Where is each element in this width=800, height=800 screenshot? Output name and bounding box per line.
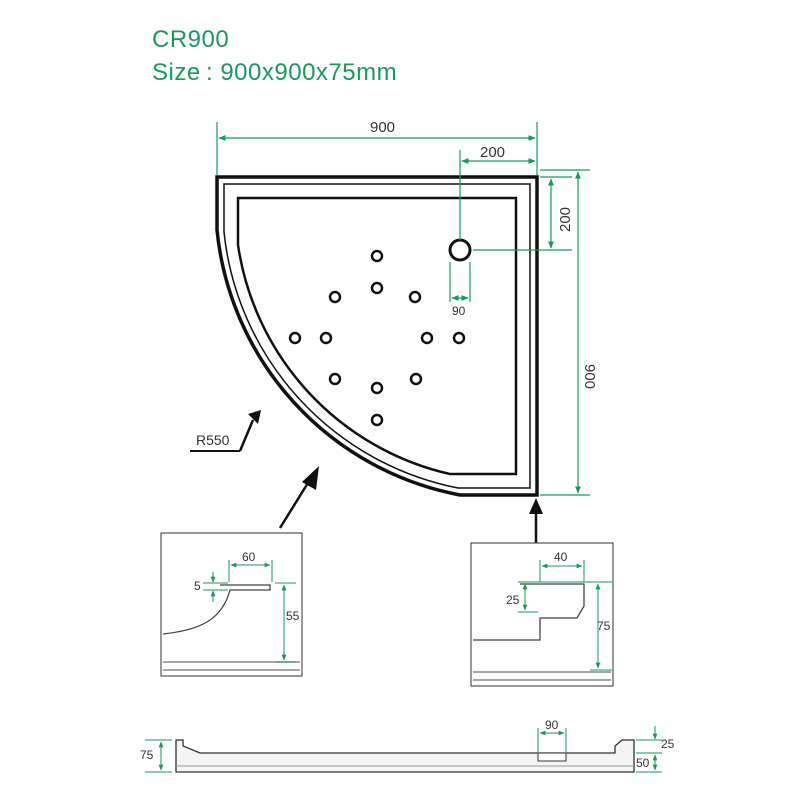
detail-width-label: 40 xyxy=(554,550,568,564)
jet-circle xyxy=(409,372,423,386)
jet-circle xyxy=(370,413,384,427)
detail-straight-edge: 40 25 75 xyxy=(470,542,614,687)
section-waste-label: 90 xyxy=(545,718,559,732)
waste-y-label: 200 xyxy=(557,207,574,232)
detail-box-frame xyxy=(160,532,303,677)
section-top-label: 25 xyxy=(661,737,675,751)
side-section-view: 75 90 25 50 xyxy=(140,718,675,773)
height-label: 900 xyxy=(581,364,598,389)
detail-width-label: 60 xyxy=(242,550,256,564)
section-outline xyxy=(175,739,635,773)
width-label: 900 xyxy=(370,119,395,136)
jet-circle xyxy=(328,290,342,304)
radius-leader xyxy=(190,410,261,452)
plan-dimensions xyxy=(216,122,590,496)
jet-circle xyxy=(370,249,384,263)
detail-lip-label: 5 xyxy=(194,579,201,593)
jet-circle xyxy=(420,331,434,345)
tray-outer-outline xyxy=(215,175,539,497)
detail-pointer-arrow-right xyxy=(529,498,543,545)
tray-plan-view xyxy=(215,175,539,497)
detail-pointer-arrow-left xyxy=(278,466,319,529)
detail-depth-label: 55 xyxy=(286,609,300,623)
detail-height-label: 75 xyxy=(597,619,611,633)
waste-x-label: 200 xyxy=(480,144,505,161)
model-title: CR900 xyxy=(152,26,230,53)
jet-circle xyxy=(319,331,333,345)
tray-inner-basin xyxy=(236,196,518,476)
section-bottom-label: 50 xyxy=(636,756,650,770)
section-waste xyxy=(537,752,567,762)
jet-circle xyxy=(370,381,384,395)
radius-label: R550 xyxy=(196,432,230,448)
tray-rim-line xyxy=(223,183,531,489)
jet-circle xyxy=(328,372,342,386)
detail-step-label: 25 xyxy=(506,593,520,607)
size-text: Size : 900x900x75mm xyxy=(152,59,398,86)
jet-circle xyxy=(408,290,422,304)
detail-box-frame xyxy=(470,542,614,687)
waste-diameter-label: 90 xyxy=(452,304,466,318)
waste-outlet-circle xyxy=(448,238,472,262)
jets-group xyxy=(288,249,466,427)
section-height-label: 75 xyxy=(140,748,154,762)
jet-circle xyxy=(452,331,466,345)
detail-curved-edge: 60 5 55 xyxy=(160,532,303,677)
jet-circle xyxy=(370,281,384,295)
jet-circle xyxy=(288,331,302,345)
